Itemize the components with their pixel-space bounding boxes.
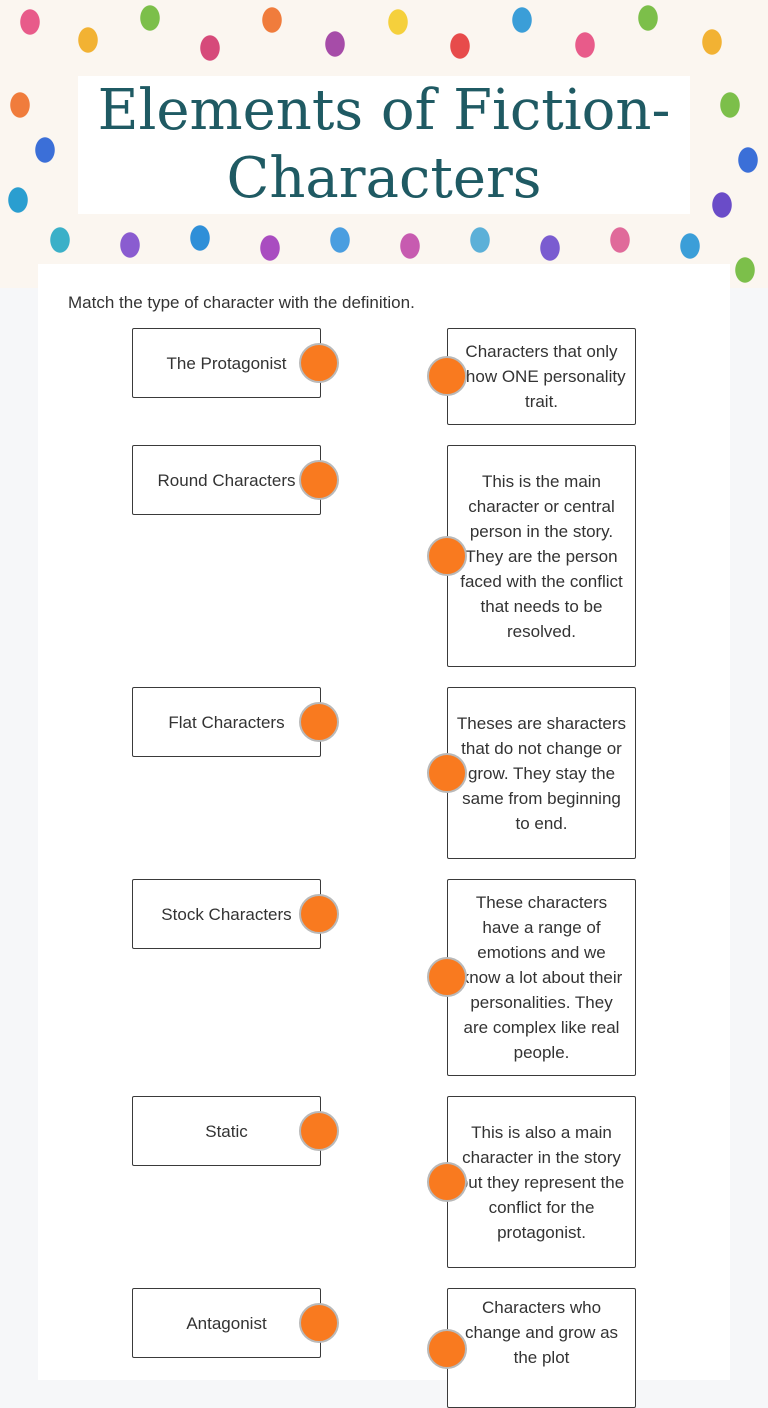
page-title: Elements of Fiction- Characters: [98, 77, 671, 213]
definition-connector-dot[interactable]: [427, 1162, 467, 1202]
term-box: Round Characters: [132, 445, 321, 515]
definition-box: These characters have a range of emotion…: [447, 879, 636, 1076]
definition-connector-dot[interactable]: [427, 753, 467, 793]
term-connector-dot[interactable]: [299, 702, 339, 742]
term-box: The Protagonist: [132, 328, 321, 398]
definition-connector-dot[interactable]: [427, 356, 467, 396]
term-connector-dot[interactable]: [299, 1303, 339, 1343]
definition-connector-dot[interactable]: [427, 536, 467, 576]
term-box: Static: [132, 1096, 321, 1166]
definition-connector-dot[interactable]: [427, 957, 467, 997]
definition-box: Characters who change and grow as the pl…: [447, 1288, 636, 1408]
definition-box: This is also a main character in the sto…: [447, 1096, 636, 1268]
term-connector-dot[interactable]: [299, 460, 339, 500]
term-box: Flat Characters: [132, 687, 321, 757]
header-banner: Elements of Fiction- Characters: [0, 0, 768, 288]
definition-connector-dot[interactable]: [427, 1329, 467, 1369]
definition-box: Theses are sharacters that do not change…: [447, 687, 636, 859]
definition-box: Characters that only show ONE personalit…: [447, 328, 636, 425]
term-connector-dot[interactable]: [299, 343, 339, 383]
page-title-line2: Characters: [226, 146, 542, 211]
definition-box: This is the main character or central pe…: [447, 445, 636, 667]
term-box: Antagonist: [132, 1288, 321, 1358]
page-title-line1: Elements of Fiction-: [97, 78, 671, 143]
term-connector-dot[interactable]: [299, 894, 339, 934]
title-box: Elements of Fiction- Characters: [78, 76, 690, 214]
instructions: Match the type of character with the def…: [68, 293, 415, 312]
term-connector-dot[interactable]: [299, 1111, 339, 1151]
term-box: Stock Characters: [132, 879, 321, 949]
